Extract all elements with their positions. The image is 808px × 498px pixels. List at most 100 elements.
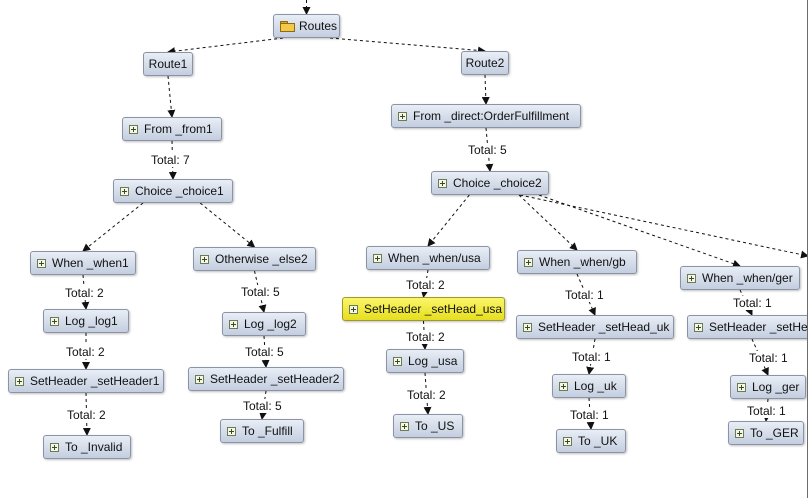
node-toinvalid[interactable]: To _Invalid [43, 435, 131, 459]
expand-icon[interactable] [120, 186, 129, 196]
node-label: SetHeader _setHead_usa [364, 302, 503, 316]
expand-icon[interactable] [393, 356, 402, 366]
node-label: SetHeader _setHeader1 [30, 374, 160, 388]
edge-routes-to-route2 [329, 37, 486, 55]
expand-icon[interactable] [15, 376, 24, 386]
node-log1[interactable]: Log _log1 [43, 309, 129, 333]
node-label: When _when1 [52, 256, 129, 270]
node-routes[interactable]: Routes [273, 14, 340, 38]
edge-total-label: Total: 5 [467, 143, 508, 157]
node-from2[interactable]: From _direct:OrderFulfillment [391, 104, 581, 128]
node-label: Log _log1 [65, 314, 118, 328]
edge-total-label: Total: 7 [150, 153, 191, 167]
node-tofulfill[interactable]: To _Fulfill [220, 419, 304, 443]
expand-icon[interactable] [400, 421, 409, 431]
node-label: SetHeader _setHeader2 [210, 372, 340, 386]
node-logusa[interactable]: Log _usa [386, 349, 464, 373]
edge-total-label: Total: 2 [64, 286, 105, 300]
expand-icon[interactable] [687, 273, 696, 283]
node-when1[interactable]: When _when1 [30, 251, 136, 275]
edge-total-label: Total: 1 [732, 296, 773, 310]
node-log2[interactable]: Log _log2 [222, 312, 306, 336]
node-touk[interactable]: To _UK [556, 429, 626, 453]
node-loguk[interactable]: Log _uk [552, 374, 626, 398]
node-else2[interactable]: Otherwise _else2 [193, 247, 316, 271]
node-whengb[interactable]: When _when/gb [517, 250, 637, 274]
node-label: When _when/ger [702, 271, 793, 285]
node-tous[interactable]: To _US [393, 414, 463, 438]
node-route2[interactable]: Route2 [461, 51, 509, 75]
expand-icon[interactable] [737, 382, 746, 392]
node-label: From _from1 [144, 122, 213, 136]
edge-total-label: Total: 2 [65, 345, 106, 359]
expand-icon[interactable] [373, 253, 382, 263]
node-label: When _when/usa [388, 251, 481, 265]
node-label: Log _ger [752, 380, 800, 394]
expand-icon[interactable] [200, 254, 209, 264]
node-label: SetHeader _setHead_uk [538, 320, 670, 334]
edge-total-label: Total: 1 [564, 288, 605, 302]
edge-total-label: Total: 1 [746, 404, 787, 418]
edge-route2-to-from2 [481, 74, 490, 105]
edge-choice2-to-offscreen [519, 194, 808, 259]
expand-icon[interactable] [195, 374, 204, 384]
node-label: From _direct:OrderFulfillment [413, 109, 570, 123]
expand-icon[interactable] [129, 124, 138, 134]
edge-total-label: Total: 5 [240, 285, 281, 299]
edge-total-label: Total: 2 [405, 278, 446, 292]
node-label: Choice _choice1 [135, 184, 224, 198]
node-label: Route2 [465, 56, 505, 70]
node-seth2[interactable]: SetHeader _setHeader2 [188, 367, 344, 391]
expand-icon[interactable] [524, 257, 533, 267]
node-logger[interactable]: Log _ger [730, 375, 806, 399]
expand-icon[interactable] [523, 322, 532, 332]
edge-total-label: Total: 2 [405, 330, 446, 344]
edge-choice2-to-whengb [518, 194, 578, 251]
expand-icon[interactable] [349, 304, 358, 314]
node-label: To _Fulfill [242, 424, 293, 438]
expand-icon[interactable] [438, 178, 447, 188]
expand-icon[interactable] [563, 436, 572, 446]
expand-icon[interactable] [227, 426, 236, 436]
node-label: Log _usa [408, 354, 458, 368]
edge-total-label: Total: 5 [242, 399, 283, 413]
expand-icon[interactable] [694, 322, 703, 332]
edge-total-label: Total: 1 [569, 408, 610, 422]
expand-icon[interactable] [37, 258, 46, 268]
expand-icon[interactable] [229, 319, 238, 329]
node-sethger[interactable]: SetHeader _setHead_ger [687, 315, 808, 339]
node-label: Otherwise _else2 [215, 252, 308, 266]
expand-icon[interactable] [735, 428, 744, 438]
expand-icon[interactable] [559, 381, 568, 391]
edge-choice1-to-when1 [82, 202, 144, 252]
edge-total-label: Total: 5 [244, 345, 285, 359]
node-label: Routes [299, 19, 338, 33]
node-whenusa[interactable]: When _when/usa [366, 246, 490, 270]
folder-icon [280, 21, 295, 32]
node-choice2[interactable]: Choice _choice2 [431, 171, 549, 195]
node-label: To _Invalid [65, 440, 123, 454]
expand-icon[interactable] [50, 316, 59, 326]
edge-total-label: Total: 2 [66, 408, 107, 422]
node-toger[interactable]: To _GER [728, 421, 804, 445]
node-label: SetHeader _setHead_ger [709, 320, 808, 334]
expand-icon[interactable] [398, 111, 407, 121]
node-route1[interactable]: Route1 [143, 52, 193, 76]
edge-choice2-to-whenusa [427, 194, 470, 247]
node-seth1[interactable]: SetHeader _setHeader1 [8, 369, 164, 393]
expand-icon[interactable] [50, 442, 59, 452]
node-label: To _US [415, 419, 455, 433]
node-sethuk[interactable]: SetHeader _setHead_uk [516, 315, 674, 339]
node-from1[interactable]: From _from1 [122, 117, 222, 141]
node-choice1[interactable]: Choice _choice1 [113, 179, 233, 203]
edge-total-label: Total: 1 [571, 350, 612, 364]
node-whenger[interactable]: When _when/ger [680, 266, 800, 290]
node-sethusa[interactable]: SetHeader _setHead_usa [342, 297, 505, 321]
node-label: Log _log2 [244, 317, 297, 331]
node-label: Route1 [148, 57, 188, 71]
node-label: To _GER [750, 426, 799, 440]
node-label: When _when/gb [539, 255, 626, 269]
node-label: Choice _choice2 [453, 176, 542, 190]
edge-routes-to-route1 [167, 37, 284, 56]
